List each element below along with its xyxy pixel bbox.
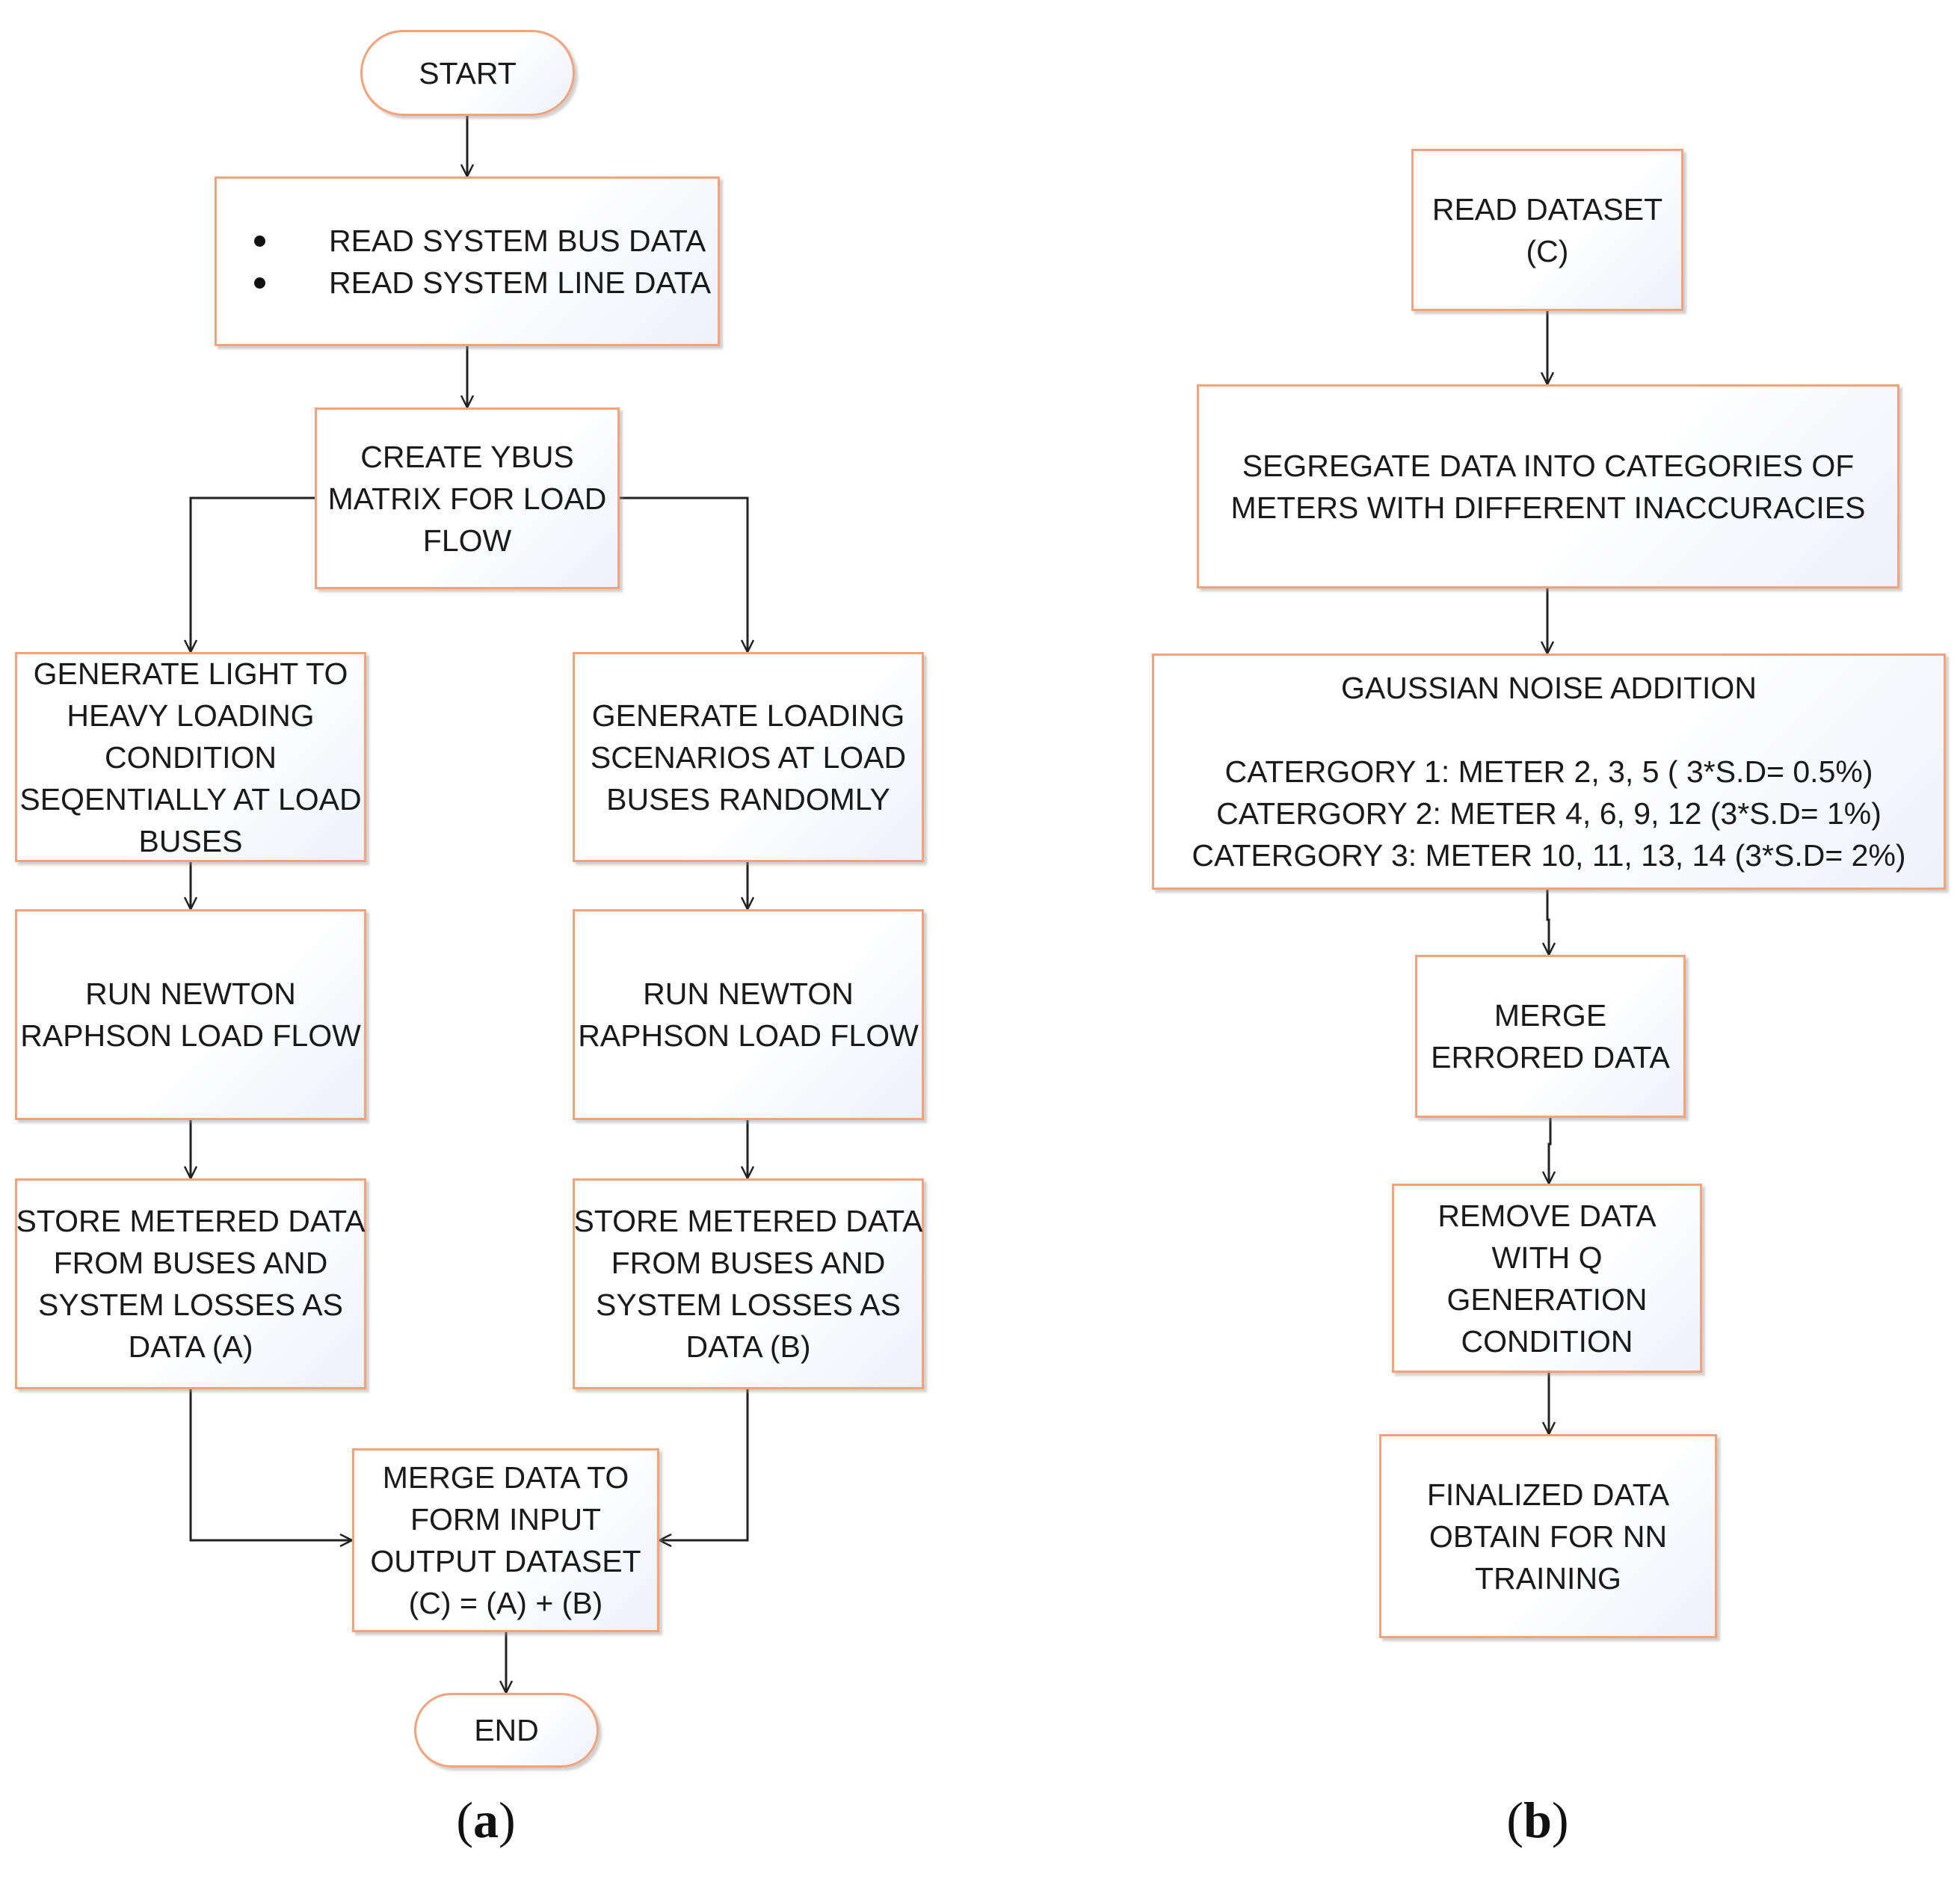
right-generate-line-3: BUSES RANDOMLY [606,781,890,817]
noise-category-1: CATERGORY 1: METER 2, 3, 5 ( 3*S.D= 0.5%… [1224,754,1873,789]
read-system-data-box: READ SYSTEM BUS DATA READ SYSTEM LINE DA… [215,176,720,346]
segregate-data-box: SEGREGATE DATA INTO CATEGORIES OF METERS… [1197,384,1899,588]
caption-b-open: ( [1506,1792,1524,1848]
left-run-newton-raphson-box: RUN NEWTON RAPHSON LOAD FLOW [15,909,366,1120]
noise-title: GAUSSIAN NOISE ADDITION [1341,671,1757,705]
right-nr-line-1: RUN NEWTON [643,977,854,1011]
noise-category-2: CATERGORY 2: METER 4, 6, 9, 12 (3*S.D= 1… [1216,796,1882,831]
left-generate-line-1: GENERATE LIGHT TO [33,656,348,691]
caption-b-letter: b [1523,1792,1552,1848]
remove-line-2: WITH Q [1491,1240,1603,1275]
read-dataset-box: READ DATASET (C) [1411,149,1683,311]
read-bus-data-bullet: READ SYSTEM BUS DATA [254,220,706,262]
right-store-line-4: DATA (B) [685,1329,811,1364]
caption-a-open: ( [456,1792,473,1848]
generate-random-scenarios-box: GENERATE LOADING SCENARIOS AT LOAD BUSES… [573,652,924,862]
merge-line-2: FORM INPUT [410,1502,602,1537]
finalized-line-2: OBTAIN FOR NN [1429,1519,1668,1554]
merge-errored-data-box: MERGE ERRORED DATA [1415,955,1686,1118]
ybus-line-2: MATRIX FOR LOAD [327,481,607,516]
end-label: END [474,1713,539,1747]
gaussian-noise-addition-box: GAUSSIAN NOISE ADDITION CATERGORY 1: MET… [1152,654,1946,890]
remove-line-4: CONDITION [1461,1323,1633,1359]
noise-category-3: CATERGORY 3: METER 10, 11, 13, 14 (3*S.D… [1192,838,1906,873]
left-nr-line-2: RAPHSON LOAD FLOW [20,1018,361,1053]
segregate-line-2: METERS WITH DIFFERENT INACCURACIES [1230,490,1866,525]
arrow-ybus-to-right-generate [620,496,748,652]
caption-a-close: ) [499,1792,516,1848]
generate-light-to-heavy-box: GENERATE LIGHT TO HEAVY LOADING CONDITIO… [15,652,366,862]
left-store-line-2: FROM BUSES AND [53,1246,328,1280]
store-metered-data-a-box: STORE METERED DATA FROM BUSES AND SYSTEM… [15,1178,366,1389]
right-store-line-2: FROM BUSES AND [611,1246,886,1280]
remove-line-1: REMOVE DATA [1437,1198,1657,1233]
left-store-line-3: SYSTEM LOSSES AS [38,1288,343,1322]
read-dataset-line-2: (C) [1526,233,1569,268]
merge-line-1: MERGE DATA TO [382,1460,629,1495]
ybus-line-1: CREATE YBUS [360,439,574,474]
caption-b-close: ) [1551,1792,1569,1848]
left-store-line-4: DATA (A) [128,1329,253,1364]
read-dataset-line-1: READ DATASET [1432,191,1663,227]
left-store-line-1: STORE METERED DATA [16,1204,366,1238]
merge-line-3: OUTPUT DATASET [370,1544,641,1578]
remove-line-3: GENERATION [1446,1282,1648,1317]
caption-b: (b) [1426,1791,1650,1850]
create-ybus-box: CREATE YBUS MATRIX FOR LOAD FLOW [315,408,620,589]
right-store-line-3: SYSTEM LOSSES AS [596,1288,901,1322]
right-store-line-1: STORE METERED DATA [573,1204,923,1238]
left-nr-line-1: RUN NEWTON [85,977,296,1011]
left-generate-line-2: HEAVY LOADING [67,698,315,733]
right-generate-line-2: SCENARIOS AT LOAD [590,739,907,775]
left-generate-line-4: SEQENTIALLY AT LOAD [19,781,362,817]
ybus-line-3: FLOW [422,523,512,558]
segregate-line-1: SEGREGATE DATA INTO CATEGORIES OF [1242,448,1855,483]
arrow-left-store-to-merge [189,1389,352,1540]
caption-a: (a) [374,1791,598,1850]
arrow-noise-to-merge-errored [1547,890,1549,955]
finalized-line-1: FINALIZED DATA [1426,1477,1670,1512]
right-nr-line-2: RAPHSON LOAD FLOW [578,1018,919,1053]
start-terminal: START [360,30,575,116]
caption-a-letter: a [473,1792,499,1848]
finalized-line-3: TRAINING [1475,1560,1621,1596]
right-generate-line-1: GENERATE LOADING [591,698,905,733]
arrow-right-store-to-merge [659,1389,749,1540]
merge-dataset-box: MERGE DATA TO FORM INPUT OUTPUT DATASET … [352,1448,659,1632]
read-line-data-bullet: READ SYSTEM LINE DATA [254,262,711,304]
merge-errored-line-1: MERGE [1494,998,1607,1033]
merge-line-4: (C) = (A) + (B) [408,1586,603,1620]
remove-q-generation-box: REMOVE DATA WITH Q GENERATION CONDITION [1392,1184,1702,1373]
left-generate-line-5: BUSES [138,823,243,858]
left-generate-line-3: CONDITION [104,739,277,775]
store-metered-data-b-box: STORE METERED DATA FROM BUSES AND SYSTEM… [573,1178,924,1389]
right-run-newton-raphson-box: RUN NEWTON RAPHSON LOAD FLOW [573,909,924,1120]
start-label: START [419,55,517,90]
merge-errored-line-2: ERRORED DATA [1431,1040,1670,1074]
end-terminal: END [414,1693,599,1768]
arrow-ybus-to-left-generate [191,496,315,652]
finalized-data-box: FINALIZED DATA OBTAIN FOR NN TRAINING [1379,1434,1717,1638]
arrow-merge-errored-to-remove [1549,1118,1550,1184]
